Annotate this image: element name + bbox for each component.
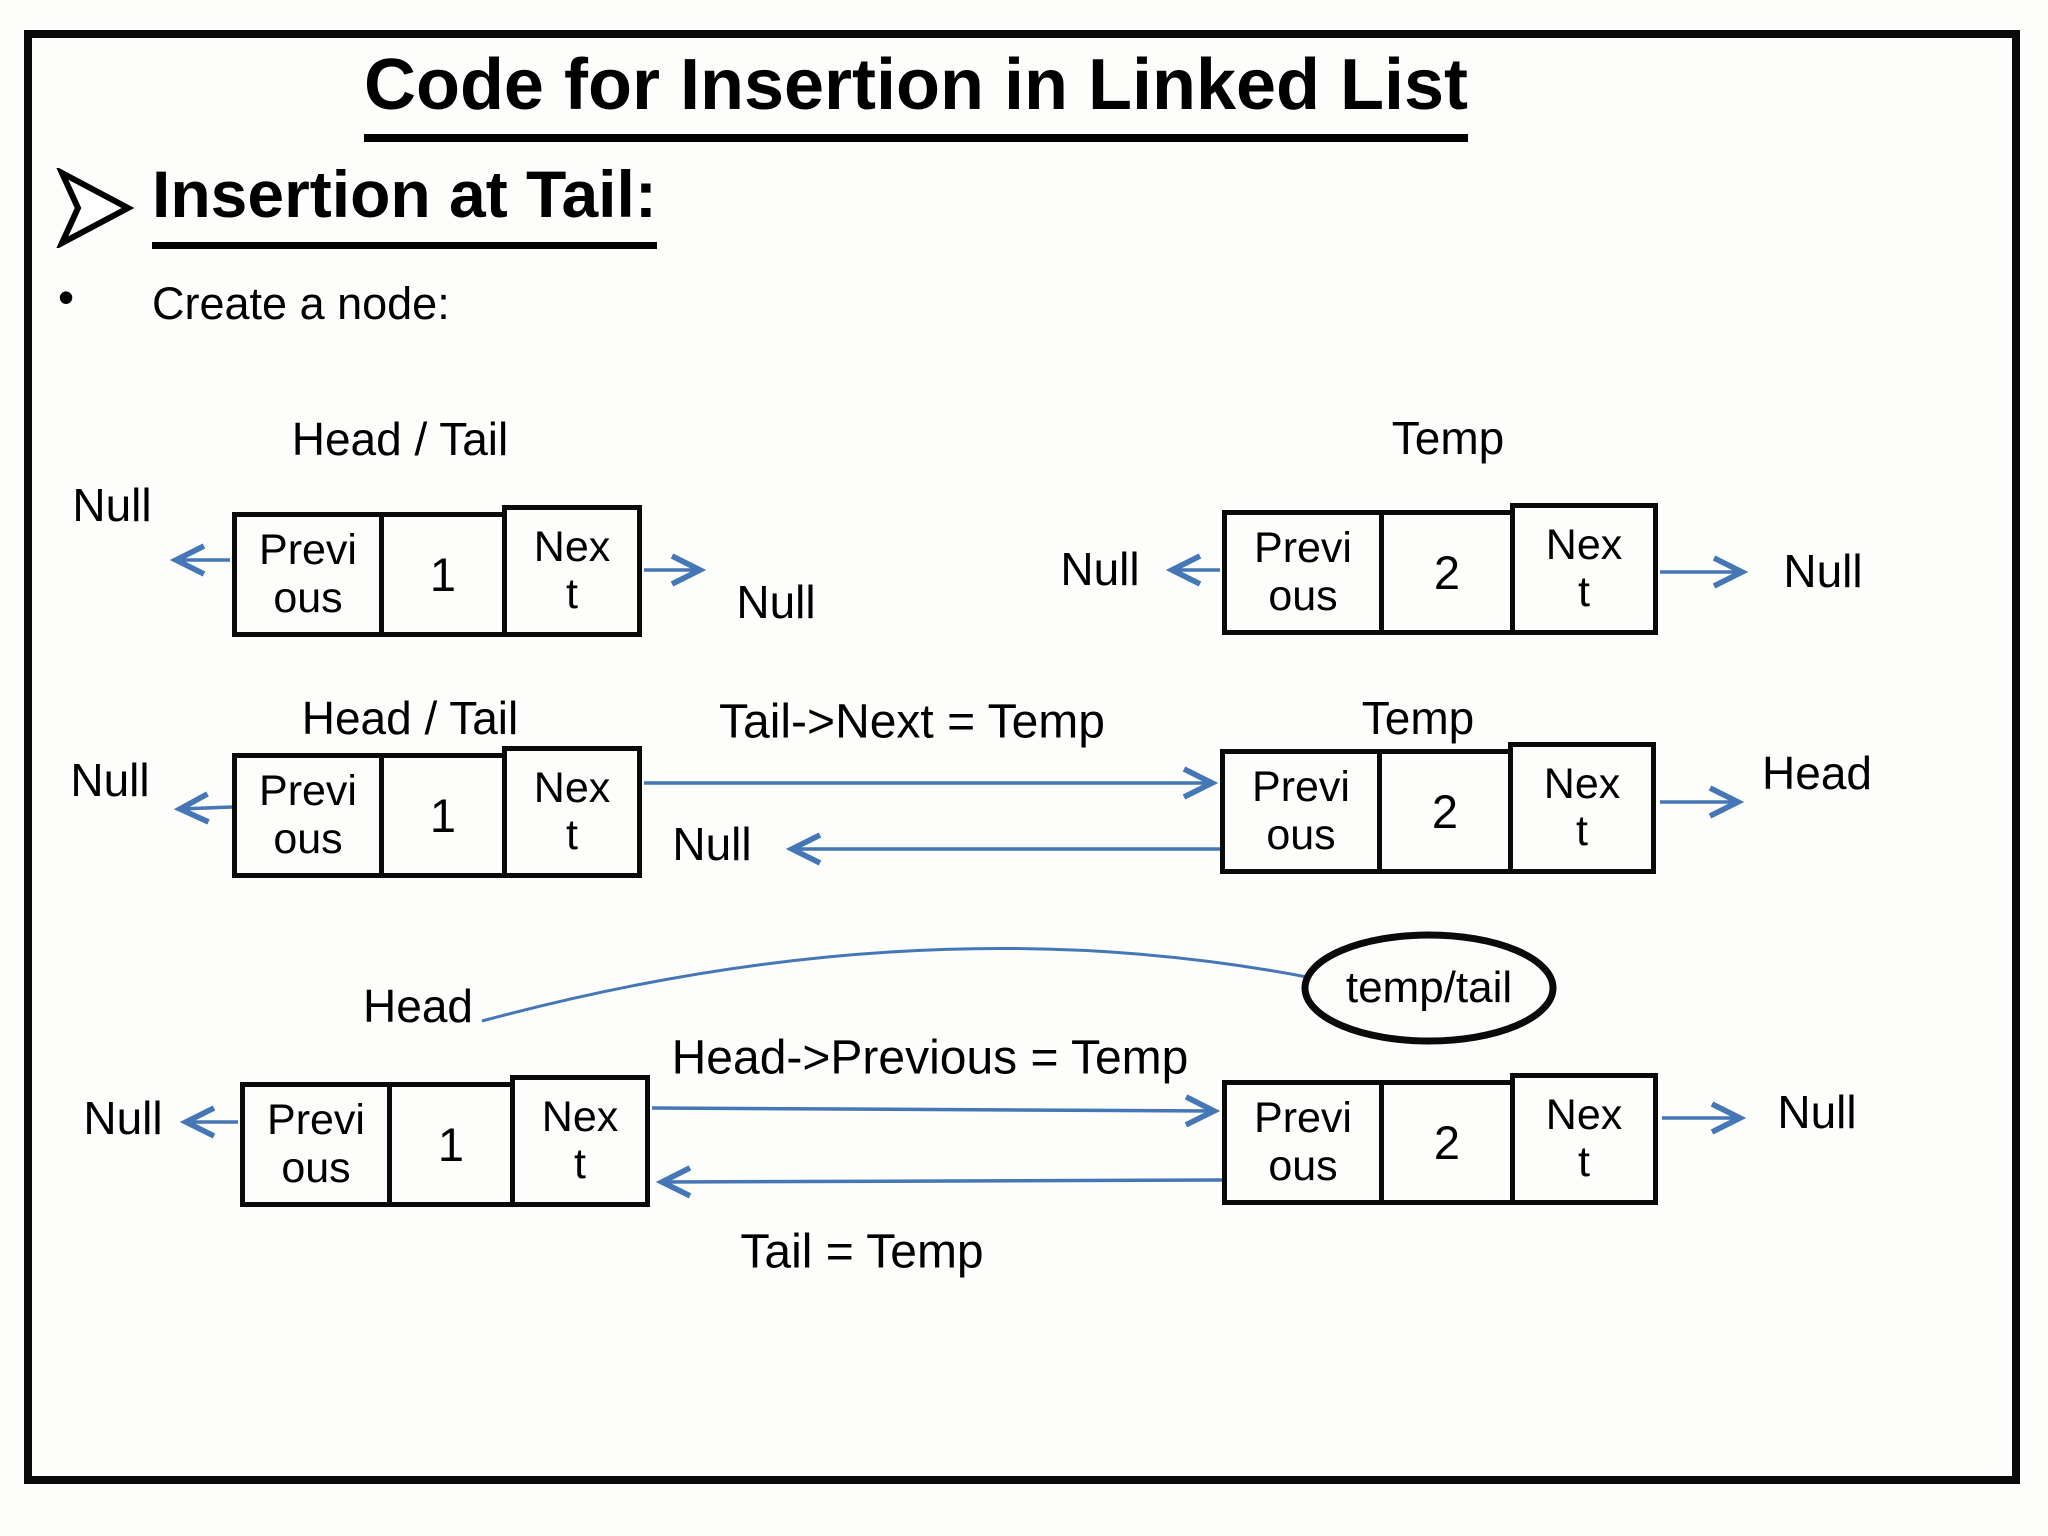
node-cell-value: 2 <box>1379 510 1515 635</box>
node-cell-next: Nex t <box>502 746 642 878</box>
arrowhead-right-icon <box>56 168 135 248</box>
row3-right-node: Previ ous 2 Nex t <box>1222 1073 1658 1205</box>
bullet-dot: • <box>58 271 75 323</box>
section-heading-text: Insertion at Tail: <box>152 156 657 249</box>
node-cell-value: 2 <box>1379 1080 1515 1205</box>
node-cell-next: Nex t <box>502 505 642 637</box>
node-cell-previous: Previ ous <box>1222 1080 1384 1205</box>
row2-operation-text: Tail->Next = Temp <box>719 695 1105 749</box>
slide-border <box>24 30 2020 1484</box>
node-cell-next: Nex t <box>1510 503 1658 635</box>
row3-left-node: Previ ous 1 Nex t <box>240 1075 650 1207</box>
row1-left-node-label: Head / Tail <box>291 413 509 465</box>
row2-head-label: Head <box>1762 747 1872 799</box>
node-cell-previous: Previ ous <box>232 512 384 637</box>
page-title-text: Code for Insertion in Linked List <box>363 44 1469 142</box>
row1-null-far-right: Null <box>1783 545 1863 597</box>
row2-left-node-label: Head / Tail <box>301 692 519 744</box>
row1-left-node: Previ ous 1 Nex t <box>232 505 642 637</box>
row3-assign-text: Tail = Temp <box>740 1225 984 1279</box>
node-cell-value: 1 <box>379 512 507 637</box>
node-cell-next: Nex t <box>1508 742 1656 874</box>
temptail-label: temp/tail <box>1345 963 1513 1012</box>
row2-right-node: Previ ous 2 Nex t <box>1220 742 1656 874</box>
node-cell-value: 2 <box>1377 749 1513 874</box>
row2-null-left: Null <box>70 754 150 806</box>
row3-null-left: Null <box>83 1092 163 1144</box>
row2-left-node: Previ ous 1 Nex t <box>232 746 642 878</box>
node-cell-value: 1 <box>379 753 507 878</box>
row2-right-node-label: Temp <box>1361 692 1475 744</box>
node-cell-value: 1 <box>387 1082 515 1207</box>
node-cell-previous: Previ ous <box>240 1082 392 1207</box>
row3-head-label: Head <box>363 980 473 1032</box>
arrow-bullet-icon <box>56 168 135 248</box>
row1-right-node-label: Temp <box>1391 412 1505 464</box>
node-cell-next: Nex t <box>1510 1073 1658 1205</box>
row1-null-far-left: Null <box>72 479 152 531</box>
node-cell-previous: Previ ous <box>232 753 384 878</box>
row1-null-after-left-node: Null <box>736 576 816 628</box>
page-title: Code for Insertion in Linked List <box>363 44 1469 142</box>
row2-null-mid: Null <box>672 818 752 870</box>
section-heading: Insertion at Tail: <box>152 156 657 249</box>
row1-right-node: Previ ous 2 Nex t <box>1222 503 1658 635</box>
node-cell-previous: Previ ous <box>1220 749 1382 874</box>
row3-null-right: Null <box>1777 1086 1857 1138</box>
node-cell-previous: Previ ous <box>1222 510 1384 635</box>
node-cell-next: Nex t <box>510 1075 650 1207</box>
row1-null-before-right-node: Null <box>1060 543 1140 595</box>
create-node-text: Create a node: <box>152 278 450 329</box>
row3-operation-text: Head->Previous = Temp <box>671 1031 1189 1085</box>
